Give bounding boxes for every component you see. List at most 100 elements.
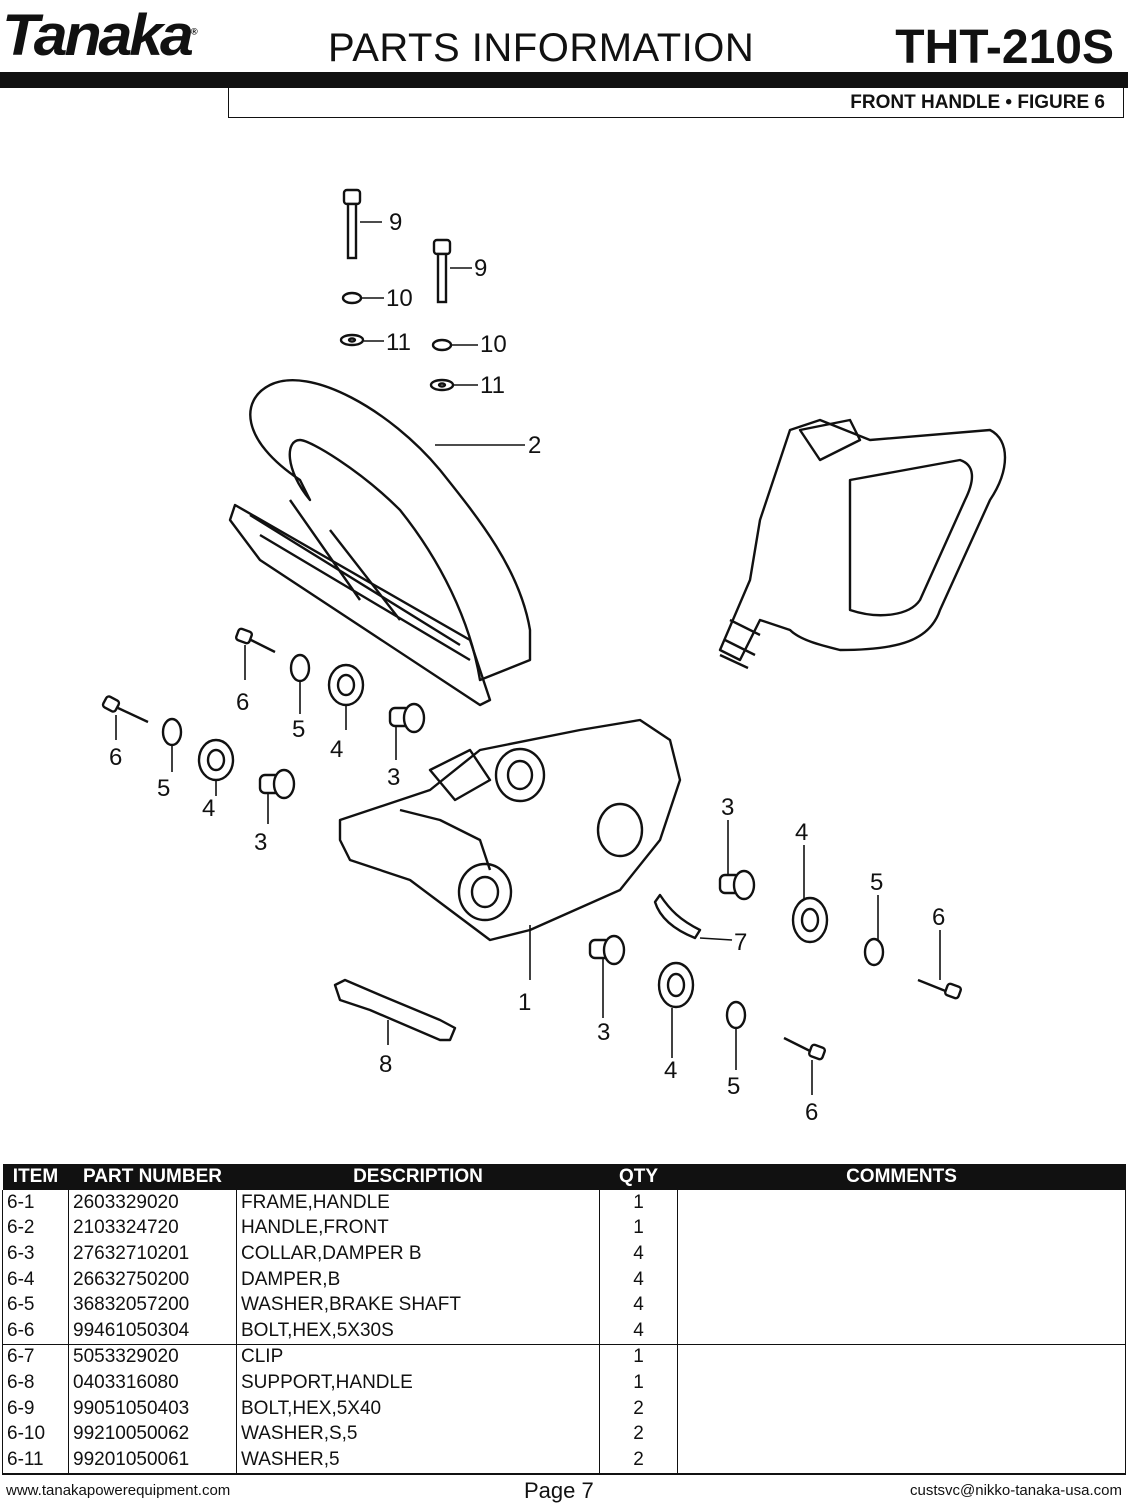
- model-number: THT-210S: [895, 21, 1114, 74]
- cell-qty: 4: [599, 1241, 678, 1267]
- washer-11-right: [429, 378, 478, 392]
- cell-qty: 2: [599, 1395, 678, 1422]
- callout-3-c: 3: [721, 794, 734, 821]
- support-handle-part: [333, 978, 457, 1045]
- callout-9-a: 9: [389, 209, 402, 236]
- cell-part-number: 99201050061: [68, 1446, 237, 1475]
- callout-5-a: 5: [292, 716, 305, 743]
- cell-item: 6-8: [2, 1370, 69, 1396]
- callout-2: 2: [528, 432, 541, 459]
- registered-mark: ®: [190, 26, 198, 37]
- callout-3-b: 3: [254, 829, 267, 856]
- cell-comments: [677, 1317, 1126, 1345]
- cell-part-number: 5053329020: [68, 1343, 237, 1371]
- callout-10-a: 10: [386, 285, 413, 312]
- bolt-9-right: [432, 238, 472, 304]
- washer-11-left: [339, 333, 384, 347]
- page-title: PARTS INFORMATION: [328, 26, 755, 70]
- parts-table: ITEM PART NUMBER DESCRIPTION QTY COMMENT…: [2, 1164, 1126, 1475]
- callout-7: 7: [734, 929, 747, 956]
- callout-11-b: 11: [480, 372, 505, 399]
- logo-text: Tanaka: [2, 3, 194, 68]
- cell-qty: 2: [599, 1421, 678, 1447]
- header-part-number: PART NUMBER: [68, 1164, 237, 1190]
- callout-9-b: 9: [474, 255, 487, 282]
- callout-8: 8: [379, 1051, 392, 1078]
- cell-description: FRAME,HANDLE: [236, 1190, 600, 1216]
- callout-6-d: 6: [805, 1099, 818, 1126]
- header-item: ITEM: [2, 1164, 69, 1190]
- rear-handle-part: [718, 418, 1007, 670]
- cell-description: CLIP: [236, 1343, 600, 1371]
- footer-page-number: Page 7: [524, 1478, 594, 1503]
- cell-qty: 4: [599, 1266, 678, 1293]
- cell-comments: [677, 1190, 1126, 1216]
- callout-1-label: 1: [518, 989, 531, 1016]
- cell-part-number: 2603329020: [68, 1190, 237, 1216]
- callout-4-c: 4: [795, 819, 808, 846]
- cell-comments: [677, 1370, 1126, 1396]
- washer-10-right: [431, 338, 478, 352]
- callout-6-b: 6: [109, 744, 122, 771]
- left-upper-hardware: [235, 627, 426, 760]
- header-qty: QTY: [599, 1164, 678, 1190]
- header-description: DESCRIPTION: [236, 1164, 600, 1190]
- page-header: Tanaka® PARTS INFORMATION THT-210S FRONT…: [0, 0, 1128, 120]
- subtitle-box: FRONT HANDLE • FIGURE 6: [228, 88, 1124, 118]
- cell-qty: 4: [599, 1317, 678, 1345]
- callout-10-b: 10: [480, 331, 507, 358]
- cell-item: 6-4: [2, 1266, 69, 1293]
- cell-description: COLLAR,DAMPER B: [236, 1241, 600, 1267]
- cell-comments: [677, 1266, 1126, 1293]
- cell-part-number: 2103324720: [68, 1215, 237, 1242]
- cell-description: BOLT,HEX,5X40: [236, 1395, 600, 1422]
- cell-comments: [677, 1343, 1126, 1371]
- cell-qty: 2: [599, 1446, 678, 1475]
- callout-11-a: 11: [386, 329, 411, 356]
- callout-5-d: 5: [727, 1073, 740, 1100]
- bolt-9-left: [342, 188, 382, 260]
- cell-comments: [677, 1395, 1126, 1422]
- clip-part: [653, 893, 733, 941]
- callout-5-b: 5: [157, 775, 170, 802]
- footer-email: custsvc@nikko-tanaka-usa.com: [910, 1482, 1122, 1499]
- cell-description: WASHER,5: [236, 1446, 600, 1475]
- cell-part-number: 99051050403: [68, 1395, 237, 1422]
- washer-10-left: [341, 291, 384, 305]
- callout-6-c: 6: [932, 904, 945, 931]
- cell-comments: [677, 1446, 1126, 1475]
- header-bar: [0, 72, 1128, 88]
- cell-item: 6-9: [2, 1395, 69, 1422]
- footer-website: www.tanakapowerequipment.com: [6, 1482, 231, 1499]
- cell-qty: 1: [599, 1370, 678, 1396]
- cell-qty: 1: [599, 1343, 678, 1371]
- callout-4-b: 4: [202, 795, 215, 822]
- cell-comments: [677, 1292, 1126, 1318]
- cell-item: 6-7: [2, 1343, 69, 1371]
- callout-5-c: 5: [870, 869, 883, 896]
- exploded-parts-diagram: 1 2 3 3 3 3 4 4 4 4 5 5 5 5 6 6 6 6 7 8 …: [101, 188, 1007, 1126]
- cell-item: 6-2: [2, 1215, 69, 1242]
- cell-item: 6-6: [2, 1317, 69, 1345]
- callout-6-a: 6: [236, 689, 249, 716]
- cell-item: 6-11: [2, 1446, 69, 1475]
- figure-subtitle: FRONT HANDLE • FIGURE 6: [850, 92, 1105, 113]
- cell-part-number: 36832057200: [68, 1292, 237, 1318]
- table-header-row: ITEM PART NUMBER DESCRIPTION QTY COMMENT…: [2, 1164, 1126, 1190]
- cell-comments: [677, 1215, 1126, 1242]
- page-footer: www.tanakapowerequipment.com Page 7 cust…: [0, 1478, 1128, 1504]
- cell-qty: 4: [599, 1292, 678, 1318]
- callout-3-a: 3: [387, 764, 400, 791]
- cell-description: DAMPER,B: [236, 1266, 600, 1293]
- cell-item: 6-5: [2, 1292, 69, 1318]
- front-handle-part: [228, 379, 532, 707]
- cell-item: 6-10: [2, 1421, 69, 1447]
